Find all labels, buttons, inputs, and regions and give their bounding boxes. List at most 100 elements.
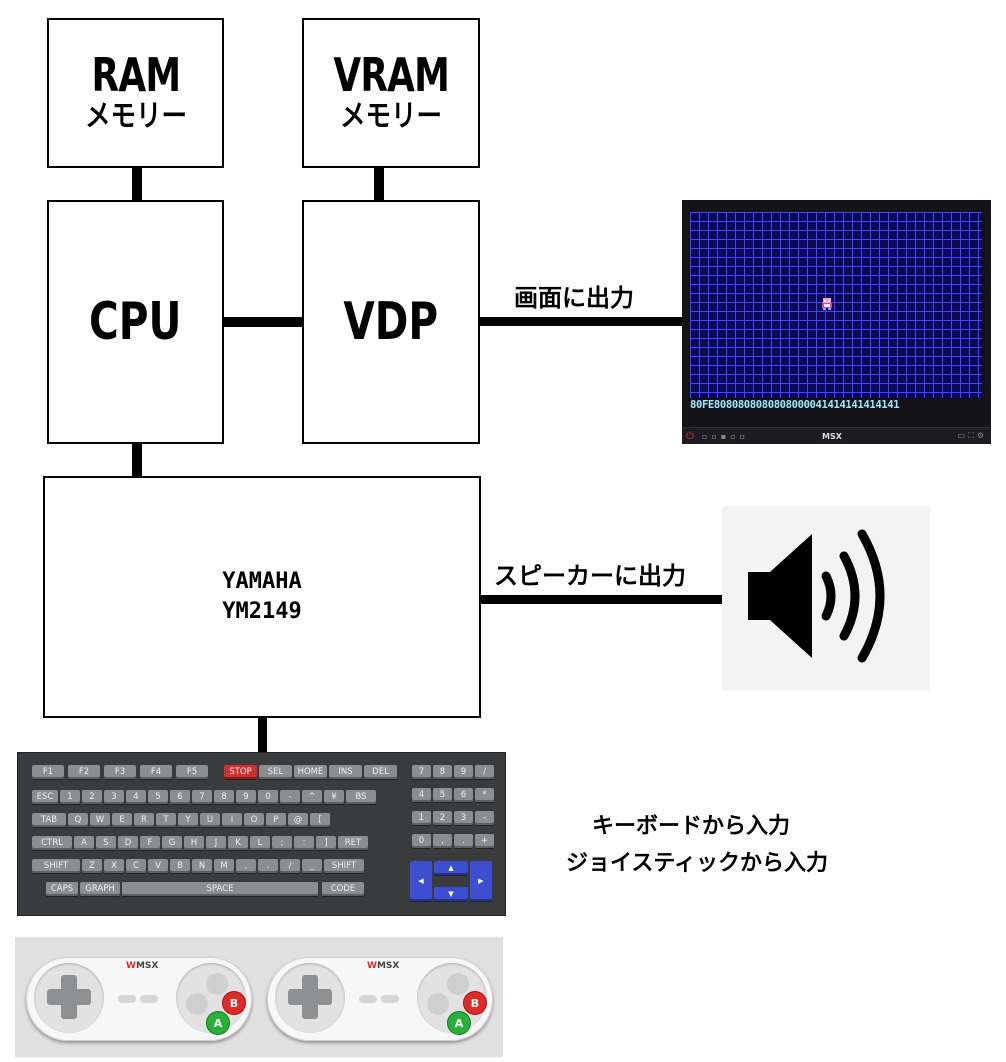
dpad-vertical[interactable]	[302, 975, 318, 1019]
key-[interactable]: @	[288, 813, 308, 827]
b-button[interactable]: B	[463, 991, 487, 1015]
key-[interactable]: ;	[272, 836, 292, 850]
key-[interactable]: ]	[316, 836, 336, 850]
key-code[interactable]: CODE	[322, 882, 364, 896]
key-shift[interactable]: SHIFT	[324, 859, 364, 873]
key-ret[interactable]: RET	[338, 836, 368, 850]
key-j[interactable]: J	[206, 836, 226, 850]
key-tab[interactable]: TAB	[32, 813, 66, 827]
power-icon[interactable]: ⏻	[686, 430, 694, 442]
key-3[interactable]: 3	[104, 790, 124, 804]
key-f3[interactable]: F3	[104, 765, 136, 779]
key-[interactable]: +	[475, 834, 494, 848]
key-f[interactable]: F	[140, 836, 160, 850]
key-ctrl[interactable]: CTRL	[32, 836, 72, 850]
key-1[interactable]: 1	[412, 811, 431, 825]
key-[interactable]: ^	[302, 790, 322, 804]
key-6[interactable]: 6	[170, 790, 190, 804]
key-d[interactable]: D	[118, 836, 138, 850]
key-v[interactable]: V	[148, 859, 168, 873]
key-5[interactable]: 5	[148, 790, 168, 804]
a-button[interactable]: A	[206, 1011, 230, 1035]
start-button[interactable]	[381, 995, 399, 1003]
tool-icons[interactable]: ▫▫▪▫▫	[701, 431, 750, 441]
key-p[interactable]: P	[266, 813, 286, 827]
key-[interactable]: ,	[433, 834, 452, 848]
key-[interactable]: .	[258, 859, 278, 873]
start-button[interactable]	[140, 995, 158, 1003]
b-button[interactable]: B	[222, 991, 246, 1015]
key-f1[interactable]: F1	[32, 765, 64, 779]
key-s[interactable]: S	[96, 836, 116, 850]
key-[interactable]: ¥	[324, 790, 344, 804]
key-w[interactable]: W	[90, 813, 110, 827]
settings-icon[interactable]: ▭⛶⚙	[957, 431, 987, 440]
key-x[interactable]: X	[104, 859, 124, 873]
key-e[interactable]: E	[112, 813, 132, 827]
key-4[interactable]: 4	[412, 788, 431, 802]
key-y[interactable]: Y	[178, 813, 198, 827]
key-[interactable]: :	[294, 836, 314, 850]
key-l[interactable]: L	[250, 836, 270, 850]
key-6[interactable]: 6	[454, 788, 473, 802]
key-5[interactable]: 5	[433, 788, 452, 802]
key-caps[interactable]: CAPS	[46, 882, 78, 896]
key-del[interactable]: DEL	[364, 765, 397, 779]
dpad-vertical[interactable]	[61, 975, 77, 1019]
key-8[interactable]: 8	[433, 765, 452, 779]
arrow-down-key[interactable]: ▼	[434, 887, 468, 901]
key-2[interactable]: 2	[433, 811, 452, 825]
key-2[interactable]: 2	[82, 790, 102, 804]
arrow-right-key[interactable]: ▶	[470, 861, 492, 901]
key-t[interactable]: T	[156, 813, 176, 827]
key-f5[interactable]: F5	[176, 765, 208, 779]
key-7[interactable]: 7	[192, 790, 212, 804]
key-g[interactable]: G	[162, 836, 182, 850]
key-bs[interactable]: BS	[346, 790, 376, 804]
key-i[interactable]: I	[222, 813, 242, 827]
key-n[interactable]: N	[192, 859, 212, 873]
a-button[interactable]: A	[447, 1011, 471, 1035]
key-esc[interactable]: ESC	[32, 790, 58, 804]
key-9[interactable]: 9	[236, 790, 256, 804]
key-m[interactable]: M	[214, 859, 234, 873]
key-u[interactable]: U	[200, 813, 220, 827]
key-3[interactable]: 3	[454, 811, 473, 825]
key-q[interactable]: Q	[68, 813, 88, 827]
key-7[interactable]: 7	[412, 765, 431, 779]
key-9[interactable]: 9	[454, 765, 473, 779]
arrow-left-key[interactable]: ◀	[410, 861, 432, 901]
key-h[interactable]: H	[184, 836, 204, 850]
key-o[interactable]: O	[244, 813, 264, 827]
select-button[interactable]	[359, 995, 377, 1003]
arrow-up-key[interactable]: ▲	[434, 861, 468, 875]
gray-button-top[interactable]	[206, 973, 228, 995]
key-[interactable]: ,	[236, 859, 256, 873]
select-button[interactable]	[118, 995, 136, 1003]
gray-button-left[interactable]	[186, 993, 208, 1015]
key-shift[interactable]: SHIFT	[32, 859, 80, 873]
key-0[interactable]: 0	[258, 790, 278, 804]
key-k[interactable]: K	[228, 836, 248, 850]
key-space[interactable]: SPACE	[122, 882, 318, 896]
key-graph[interactable]: GRAPH	[80, 882, 120, 896]
key-[interactable]: .	[454, 834, 473, 848]
key-[interactable]: -	[280, 790, 300, 804]
key-home[interactable]: HOME	[294, 765, 327, 779]
key-sel[interactable]: SEL	[259, 765, 292, 779]
key-4[interactable]: 4	[126, 790, 146, 804]
key-a[interactable]: A	[74, 836, 94, 850]
key-8[interactable]: 8	[214, 790, 234, 804]
key-[interactable]: _	[302, 859, 322, 873]
key-z[interactable]: Z	[82, 859, 102, 873]
key-[interactable]: -	[475, 811, 494, 825]
key-stop[interactable]: STOP	[224, 765, 257, 779]
key-[interactable]: [	[310, 813, 330, 827]
key-1[interactable]: 1	[60, 790, 80, 804]
key-c[interactable]: C	[126, 859, 146, 873]
key-f4[interactable]: F4	[140, 765, 172, 779]
key-[interactable]: *	[475, 788, 494, 802]
key-0[interactable]: 0	[412, 834, 431, 848]
key-b[interactable]: B	[170, 859, 190, 873]
key-r[interactable]: R	[134, 813, 154, 827]
